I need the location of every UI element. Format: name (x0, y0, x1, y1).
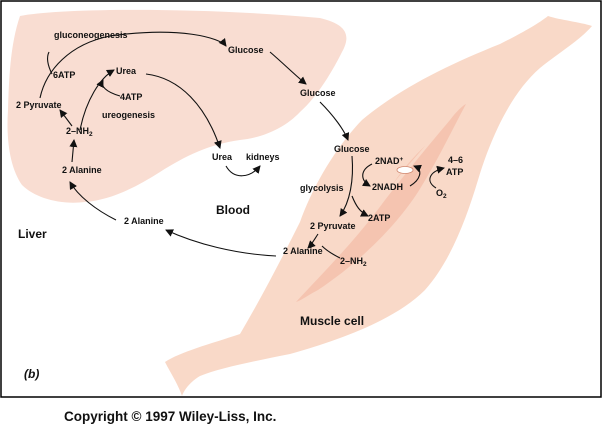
arrow-nh2-into-alanine (321, 245, 341, 259)
copyright-text: Copyright © 1997 Wiley-Liss, Inc. (64, 409, 276, 424)
liver-urea-label: Urea (116, 66, 137, 76)
arrow-4atp-into-ureogenesis (96, 79, 121, 97)
liver-alanine-label: 2 Alanine (62, 165, 102, 175)
nad-oval (396, 166, 414, 174)
arrow-alanine-to-nh2 (69, 139, 78, 163)
arrow-urea-to-blood (145, 73, 222, 149)
arrow-nh2-to-pyruvate (59, 109, 73, 127)
arrow-alanine-to-liver (69, 181, 117, 221)
arrow-nh2-to-urea (79, 69, 115, 131)
nad-label: 2NAD+ (375, 156, 404, 166)
nadh-label: 2NADH (372, 182, 403, 192)
arrow-glucose-to-blood (269, 51, 307, 85)
muscle-alanine-label: 2 Alanine (283, 246, 323, 256)
liver-nh2-subscript: 2 (89, 131, 93, 138)
blood-urea-label: Urea (212, 152, 233, 162)
liver-4atp-label: 4ATP (120, 92, 142, 102)
arrow-urea-to-kidneys (225, 165, 261, 177)
ureogenesis-label: ureogenesis (102, 110, 155, 120)
arrow-glycolysis (339, 155, 354, 217)
atp46-line1-label: 4–6 (448, 155, 463, 165)
muscle-pyruvate-label: 2 Pyruvate (310, 221, 356, 231)
arrow-muscle-alanine-to-blood (165, 229, 277, 257)
gluconeogenesis-label: gluconeogenesis (54, 30, 128, 40)
muscle-inner-band (296, 104, 466, 302)
muscle-region-label: Muscle cell (300, 314, 364, 328)
glycolysis-label: glycolysis (300, 183, 344, 193)
liver-nh2-label: 2–NH2 (66, 126, 93, 138)
blood-glucose-top-label: Glucose (228, 45, 264, 55)
arrow-glycolysis-2atp (351, 195, 369, 217)
arrow-blood-glucose-to-muscle (319, 101, 350, 141)
panel-label: (b) (24, 367, 39, 381)
muscle-cell-shape (165, 16, 592, 396)
blood-region-label: Blood (216, 203, 250, 217)
blood-glucose-mid-label: Glucose (300, 88, 336, 98)
atp46-line2-label: ATP (446, 167, 463, 177)
arrow-pyruvate-to-alanine (307, 233, 319, 249)
liver-region-label: Liver (18, 227, 47, 241)
liver-6atp-label: 6ATP (53, 70, 75, 80)
muscle-glucose-label: Glucose (334, 144, 370, 154)
liver-pyruvate-label: 2 Pyruvate (16, 100, 62, 110)
o2-label: O2 (436, 188, 447, 200)
o2-subscript: 2 (443, 193, 447, 200)
arrow-nadh-to-nad (409, 164, 422, 187)
muscle-2atp-label: 2ATP (368, 213, 390, 223)
muscle-nh2-subscript: 2 (363, 261, 367, 268)
muscle-nh2-label: 2–NH2 (340, 256, 367, 268)
nad-superscript: + (400, 156, 404, 163)
kidneys-label: kidneys (246, 152, 280, 162)
arrow-o2-atp-cycle (429, 165, 445, 189)
blood-alanine-label: 2 Alanine (124, 216, 164, 226)
arrow-6atp-into-gluconeogenesis (47, 51, 53, 75)
liver-shape (7, 9, 347, 203)
arrow-nad-to-nadh (361, 163, 373, 187)
